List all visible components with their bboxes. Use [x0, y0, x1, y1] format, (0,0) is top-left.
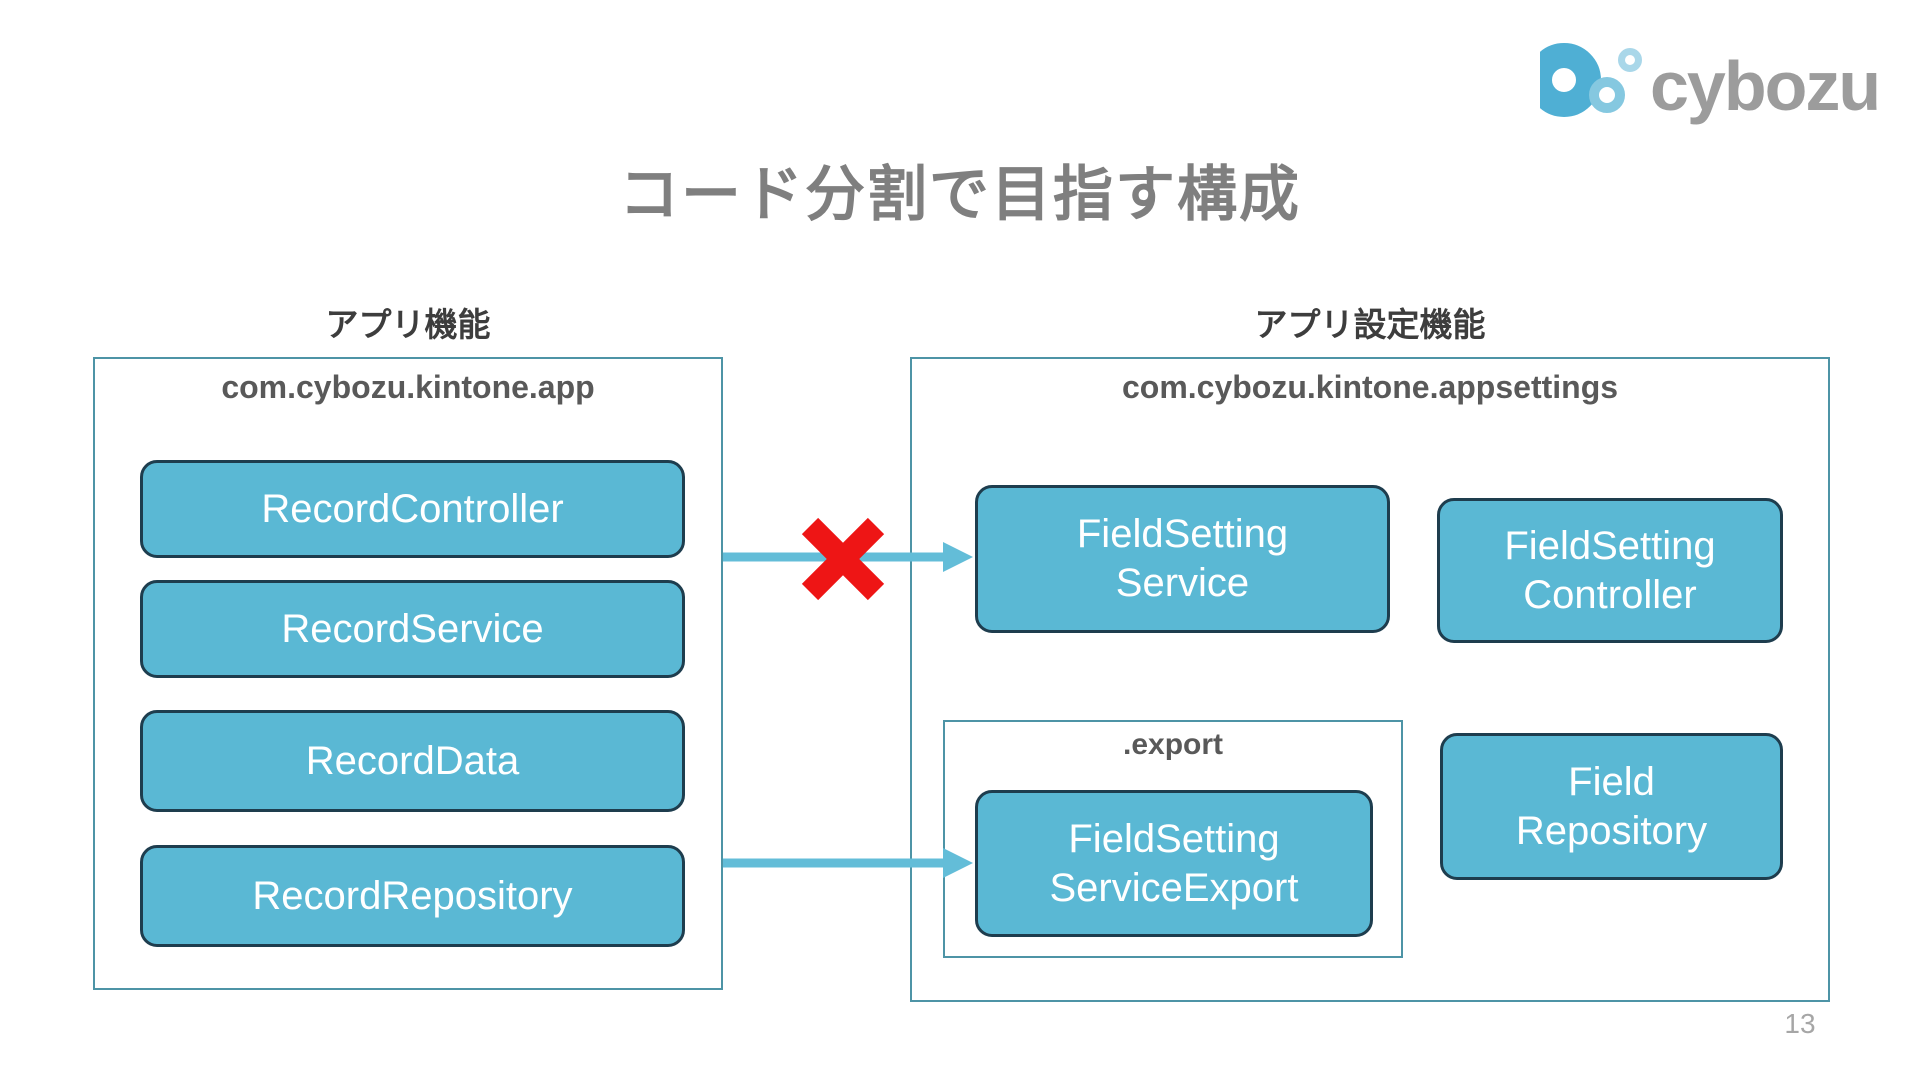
left-section-label: アプリ機能 [325, 306, 491, 343]
logo-text: cybozu [1650, 47, 1879, 125]
package-name-app: com.cybozu.kintone.app [221, 369, 595, 405]
node-record-repository: RecordRepository [140, 845, 685, 947]
logo-ring-large-icon [1540, 43, 1601, 117]
node-fieldsetting-serviceexport: FieldSetting ServiceExport [975, 790, 1373, 937]
node-record-controller: RecordController [140, 460, 685, 558]
page-number: 13 [1784, 1008, 1816, 1039]
node-field-repository: Field Repository [1440, 733, 1783, 880]
logo-ring-small-icon [1618, 48, 1642, 72]
node-fieldsetting-controller: FieldSetting Controller [1437, 498, 1783, 643]
node-fieldsetting-service: FieldSetting Service [975, 485, 1390, 633]
slide-title: コード分割で目指す構成 [619, 161, 1301, 228]
export-subpackage-label: .export [1122, 728, 1224, 761]
package-name-appsettings: com.cybozu.kintone.appsettings [1121, 369, 1619, 405]
forbidden-x-icon [801, 517, 885, 601]
right-section-label: アプリ設定機能 [1254, 306, 1486, 343]
cybozu-logo-icon: cybozu [1540, 43, 1881, 125]
logo-ring-medium-icon [1589, 77, 1625, 113]
node-record-service: RecordService [140, 580, 685, 678]
node-record-data: RecordData [140, 710, 685, 812]
